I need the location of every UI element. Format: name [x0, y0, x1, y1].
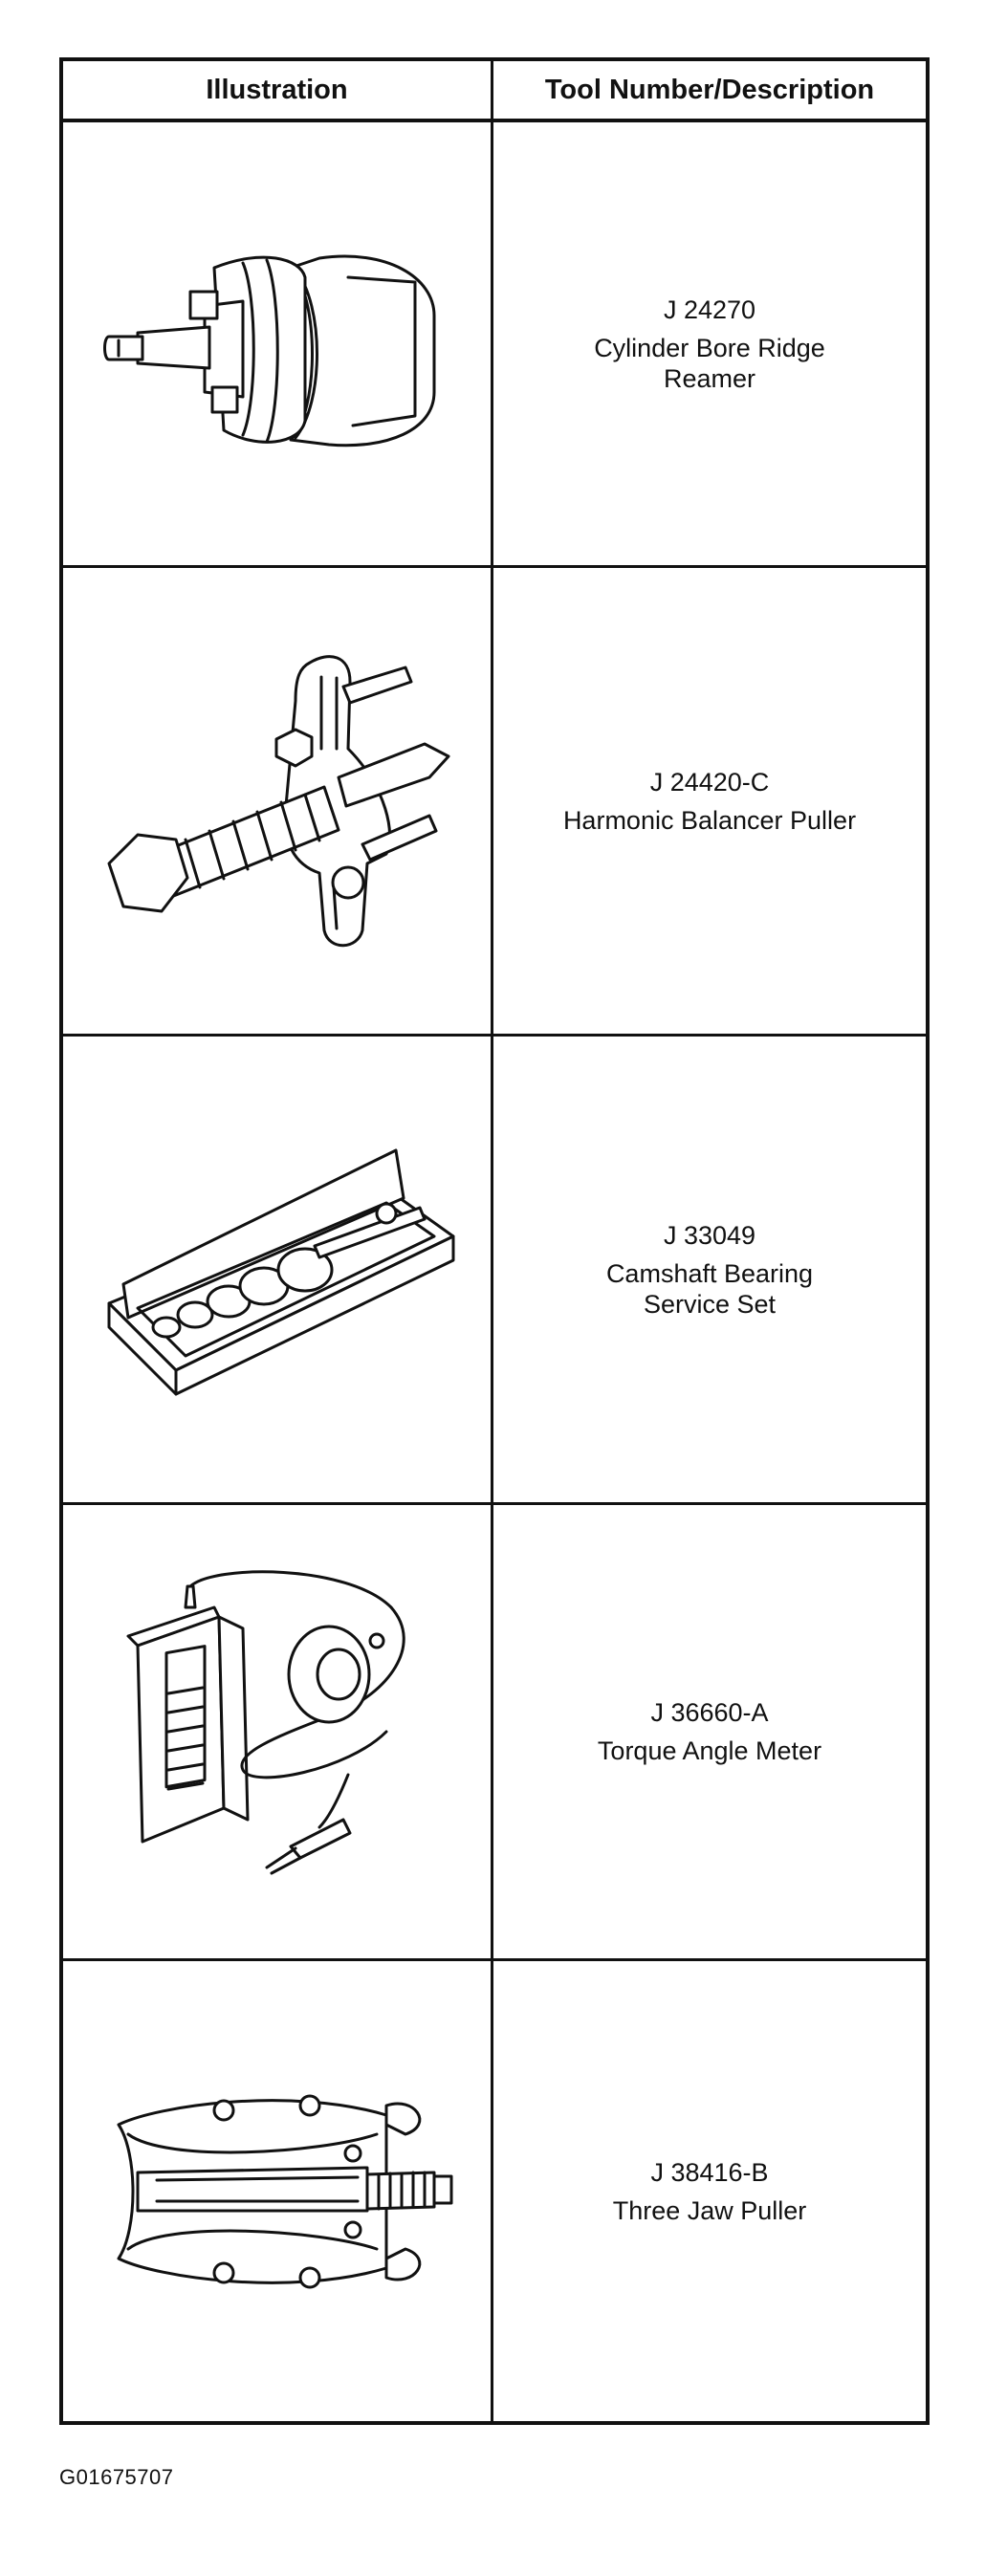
- bearing-set-icon: [107, 1148, 455, 1395]
- table-row: J 24420-C Harmonic Balancer Puller: [63, 568, 926, 1037]
- illustration-cell: [63, 1961, 491, 2421]
- table-row: J 38416-B Three Jaw Puller: [63, 1961, 926, 2421]
- jaw-puller-icon: [117, 2094, 453, 2288]
- tool-description: Harmonic Balancer Puller: [562, 805, 857, 835]
- column-divider: [491, 61, 493, 2421]
- tool-description: Torque Angle Meter: [597, 1736, 822, 1765]
- table-row: J 24270 Cylinder Bore Ridge Reamer: [63, 122, 926, 568]
- ridge-reamer-icon: [103, 254, 436, 447]
- tool-description: Camshaft Bearing Service Set: [605, 1258, 814, 1319]
- description-cell: J 24270 Cylinder Bore Ridge Reamer: [493, 122, 926, 565]
- table-header: Illustration Tool Number/Description: [63, 61, 926, 122]
- tool-number: J 38416-B: [650, 2157, 769, 2187]
- description-cell: J 36660-A Torque Angle Meter: [493, 1505, 926, 1958]
- figure-id: G01675707: [59, 2465, 174, 2489]
- tool-number: J 24420-C: [649, 767, 770, 797]
- tool-description: Cylinder Bore Ridge Reamer: [594, 333, 825, 393]
- description-cell: J 24420-C Harmonic Balancer Puller: [493, 568, 926, 1034]
- description-cell: J 33049 Camshaft Bearing Service Set: [493, 1037, 926, 1502]
- illustration-cell: [63, 122, 491, 565]
- tool-number: J 33049: [663, 1220, 756, 1250]
- header-illustration: Illustration: [206, 75, 348, 105]
- illustration-cell: [63, 1037, 491, 1502]
- tool-table: Illustration Tool Number/Description J 2: [59, 57, 930, 2425]
- balancer-puller-icon: [107, 654, 450, 947]
- tool-number: J 36660-A: [650, 1698, 769, 1727]
- tool-number: J 24270: [663, 295, 756, 324]
- torque-meter-icon: [126, 1570, 405, 1875]
- header-description: Tool Number/Description: [544, 75, 875, 105]
- description-cell: J 38416-B Three Jaw Puller: [493, 1961, 926, 2421]
- table-row: J 33049 Camshaft Bearing Service Set: [63, 1037, 926, 1505]
- illustration-cell: [63, 1505, 491, 1958]
- table-row: J 36660-A Torque Angle Meter: [63, 1505, 926, 1961]
- illustration-cell: [63, 568, 491, 1034]
- tool-description: Three Jaw Puller: [612, 2195, 807, 2225]
